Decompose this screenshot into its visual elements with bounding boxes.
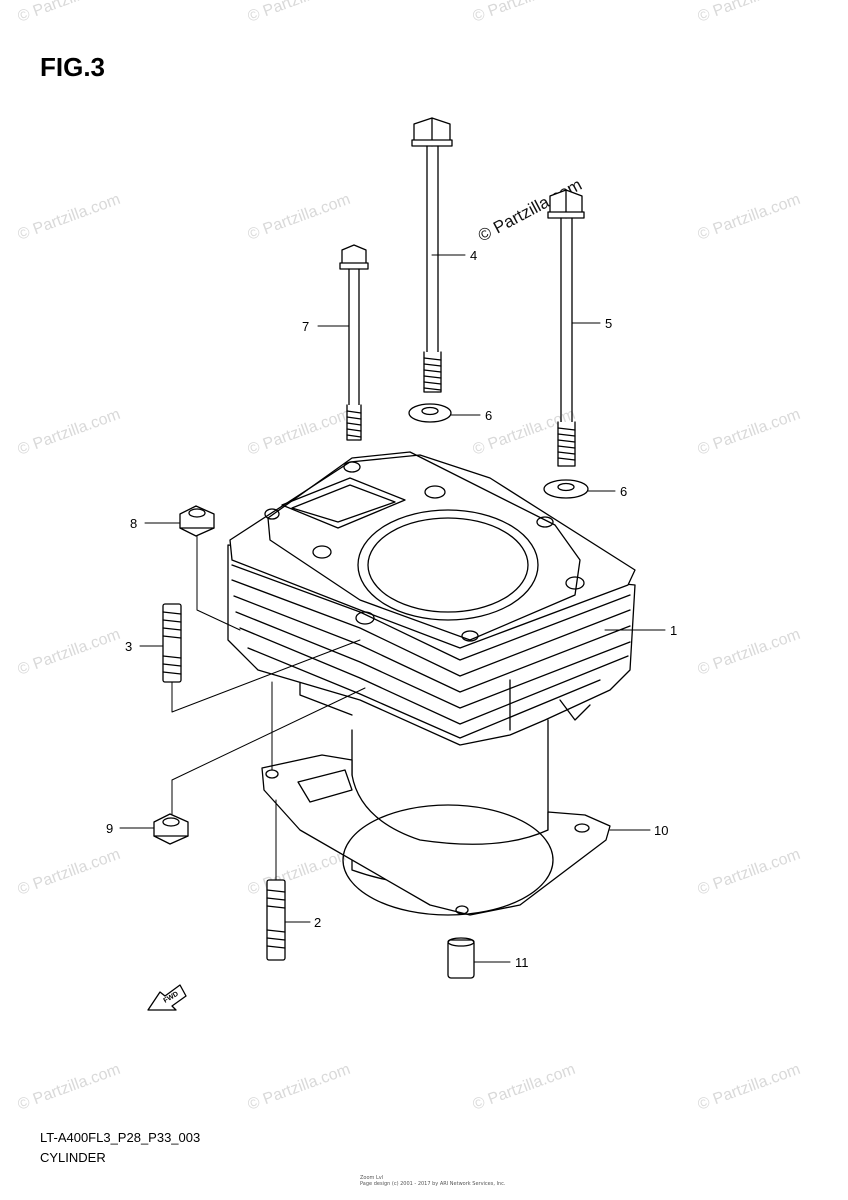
- footer-line-2: Page design (c) 2001 - 2017 by ARI Netwo…: [360, 1181, 506, 1187]
- watermark: © Partzilla.com: [246, 191, 353, 244]
- watermark: © Partzilla.com: [246, 1061, 353, 1114]
- callout-labels: 1 2 3 4 5 6 6 7 8 9 10 11: [106, 248, 677, 970]
- footer-line-1: Zoom Lvl: [360, 1175, 384, 1181]
- watermark: © Partzilla.com: [471, 0, 578, 26]
- dowel-pin-11: [447, 937, 475, 979]
- bolt-5: [547, 189, 585, 467]
- watermark: © Partzilla.com: [16, 626, 123, 679]
- callout-6-lower: 6: [620, 484, 627, 499]
- watermark: © Partzilla.com: [16, 406, 123, 459]
- washer-6-upper: [408, 403, 452, 423]
- callout-6-upper: 6: [485, 408, 492, 423]
- callout-7: 7: [302, 319, 309, 334]
- diagram-caption: CYLINDER: [40, 1150, 106, 1165]
- nut-8: [179, 505, 215, 537]
- watermark: © Partzilla.com: [696, 626, 803, 679]
- callout-4: 4: [470, 248, 477, 263]
- watermark: © Partzilla.com: [16, 191, 123, 244]
- watermark: © Partzilla.com: [696, 0, 803, 26]
- footer-note: Zoom Lvl Page design (c) 2001 - 2017 by …: [360, 1175, 506, 1187]
- leader-lines: [119, 254, 666, 963]
- watermark: © Partzilla.com: [16, 846, 123, 899]
- callout-10: 10: [654, 823, 668, 838]
- nut-9: [153, 813, 189, 845]
- washer-6-lower: [543, 479, 589, 499]
- watermark: © Partzilla.com: [696, 1061, 803, 1114]
- bolt-7: [339, 244, 369, 441]
- callout-9: 9: [106, 821, 113, 836]
- watermark: © Partzilla.com: [471, 1061, 578, 1114]
- callout-11: 11: [515, 955, 529, 970]
- diagram-code: LT-A400FL3_P28_P33_003: [40, 1130, 201, 1145]
- figure-title: FIG.3: [40, 52, 106, 82]
- watermark: © Partzilla.com: [696, 191, 803, 244]
- bolt-4: [411, 117, 453, 393]
- stud-3: [162, 603, 182, 683]
- fwd-arrow-icon: [147, 984, 187, 1011]
- callout-2: 2: [314, 915, 321, 930]
- callout-8: 8: [130, 516, 137, 531]
- watermark: © Partzilla.com: [696, 406, 803, 459]
- watermark: © Partzilla.com: [16, 0, 123, 26]
- watermark: © Partzilla.com: [16, 1061, 123, 1114]
- callout-5: 5: [605, 316, 612, 331]
- stud-2: [266, 879, 286, 961]
- callout-3: 3: [125, 639, 132, 654]
- watermark: © Partzilla.com: [246, 406, 353, 459]
- callout-1: 1: [670, 623, 677, 638]
- watermark: © Partzilla.com: [246, 0, 353, 26]
- watermark: © Partzilla.com: [246, 846, 353, 899]
- watermark: © Partzilla.com: [696, 846, 803, 899]
